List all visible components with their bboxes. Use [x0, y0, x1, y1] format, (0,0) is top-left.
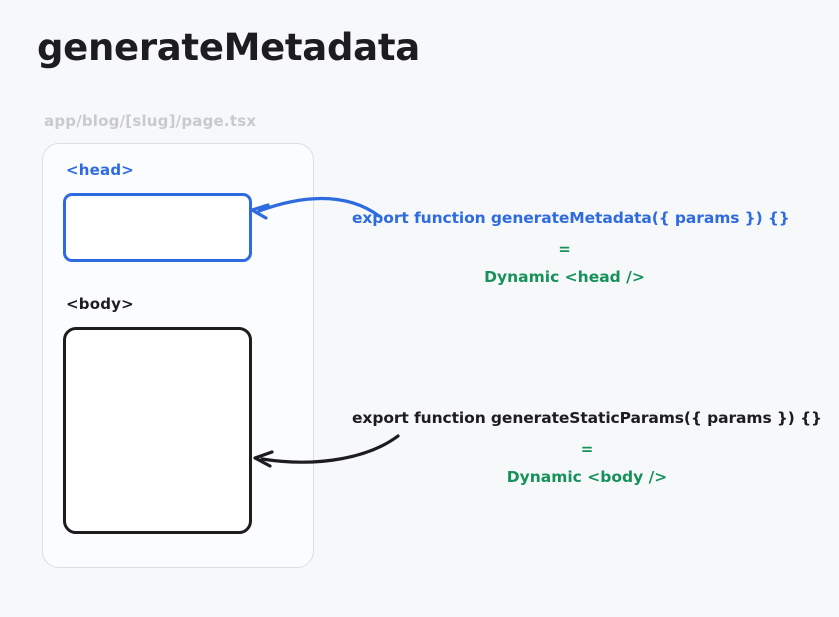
- annotation-equals: =: [558, 239, 571, 258]
- file-path-label: app/blog/[slug]/page.tsx: [44, 112, 257, 130]
- annotation-result: Dynamic <head />: [484, 267, 645, 286]
- annotation-signature: export function generateMetadata({ param…: [352, 209, 790, 227]
- annotation-signature: export function generateStaticParams({ p…: [352, 409, 822, 427]
- body-section-label: <body>: [66, 295, 134, 313]
- page-title: generateMetadata: [37, 26, 420, 69]
- annotation-generate-static-params: export function generateStaticParams({ p…: [348, 409, 826, 486]
- body-section-box: [63, 327, 252, 534]
- annotation-result: Dynamic <body />: [506, 467, 668, 486]
- annotation-generate-metadata: export function generateMetadata({ param…: [352, 209, 790, 286]
- head-section-label: <head>: [66, 161, 135, 179]
- annotation-equals: =: [580, 439, 594, 458]
- head-section-box: [63, 193, 252, 262]
